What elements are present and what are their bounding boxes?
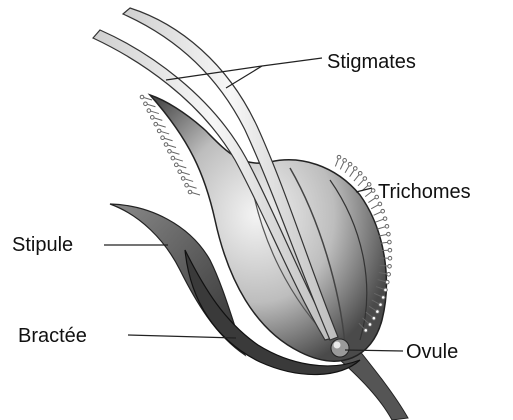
trichome-tip	[367, 183, 371, 187]
trichome-tip	[379, 303, 383, 307]
trichome-tip	[164, 143, 168, 147]
trichome-tip	[381, 209, 385, 213]
trichome-tip	[387, 272, 391, 276]
label-stipule: Stipule	[12, 234, 73, 256]
trichome-tip	[178, 170, 182, 174]
trichome-tip	[353, 167, 357, 171]
label-stigmates: Stigmates	[327, 51, 416, 73]
ovule-shape	[331, 339, 349, 357]
trichome-tip	[188, 190, 192, 194]
trichome-tip	[388, 240, 392, 244]
trichome-tip	[358, 171, 362, 175]
trichome-tip	[363, 177, 367, 181]
trichome-tip	[388, 256, 392, 260]
trichome-tip	[147, 109, 151, 113]
trichome-tip	[376, 310, 380, 314]
trichome-tip	[372, 316, 376, 320]
trichome-tip	[181, 177, 185, 181]
trichome-tip	[343, 159, 347, 163]
ovule-highlight	[334, 342, 341, 349]
trichome-tip	[168, 149, 172, 153]
trichome-tip	[383, 217, 387, 221]
trichome-tip	[371, 189, 375, 193]
label-trichomes: Trichomes	[378, 181, 471, 203]
leader-stigmates-2	[226, 66, 262, 88]
trichome-tip	[140, 95, 144, 99]
trichome-tip	[150, 116, 154, 120]
trichome-tip	[364, 329, 368, 333]
trichome-tip	[388, 264, 392, 268]
trichome-tip	[384, 288, 388, 292]
label-bractee: Bractée	[18, 325, 87, 347]
trichome-tip	[385, 280, 389, 284]
leader-bractee	[128, 335, 236, 338]
trichome-tip	[337, 155, 341, 159]
trichome-tip	[157, 129, 161, 133]
trichome-tip	[387, 232, 391, 236]
trichome-tip	[154, 122, 158, 126]
trichome-tip	[385, 224, 389, 228]
trichome-tip	[161, 136, 165, 140]
trichome-tip	[174, 163, 178, 167]
label-ovule: Ovule	[406, 341, 458, 363]
trichome-tip	[388, 248, 392, 252]
trichome-tip	[368, 323, 372, 327]
trichome-tip	[171, 156, 175, 160]
trichome-tip	[381, 296, 385, 300]
trichome-tip	[348, 162, 352, 166]
trichome-tip	[185, 183, 189, 187]
trichome-tip	[144, 102, 148, 106]
